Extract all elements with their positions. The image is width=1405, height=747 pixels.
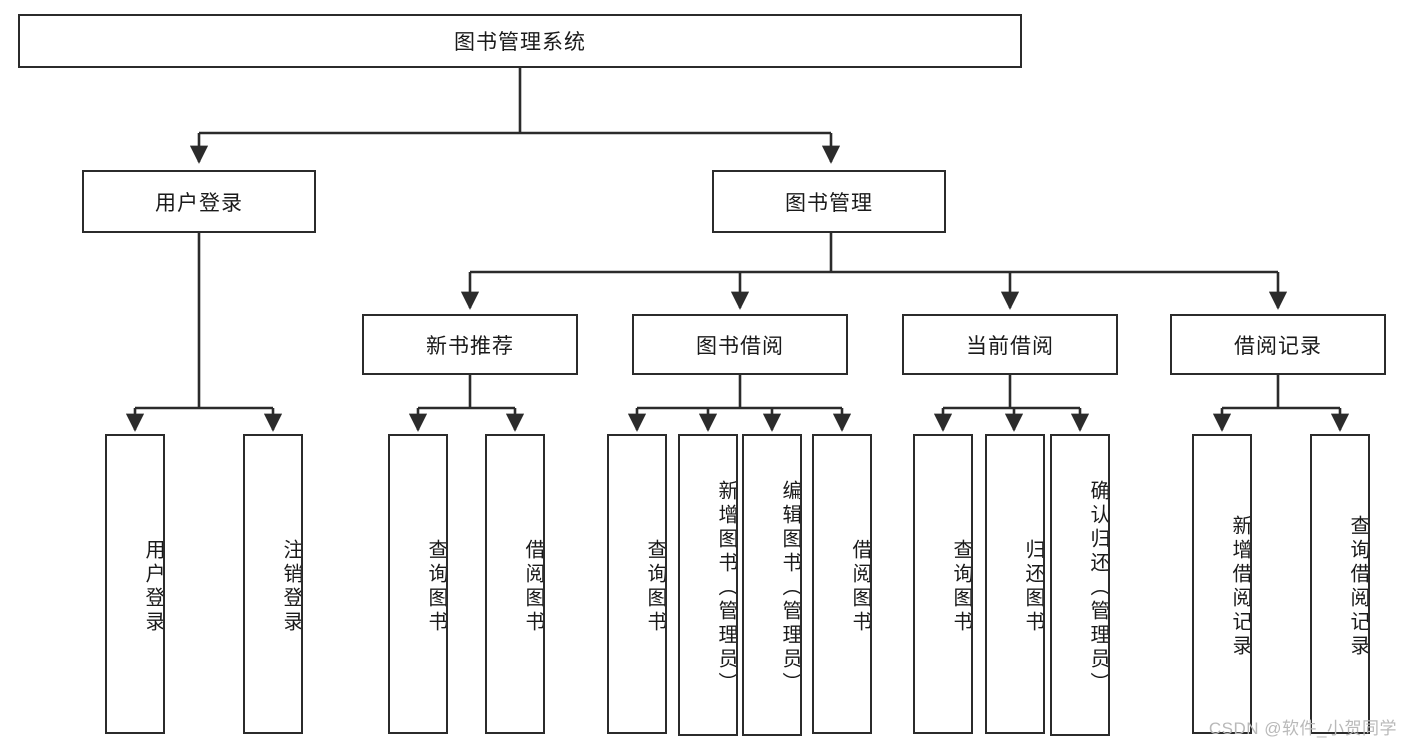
leaf-edit-book-admin[interactable]: 编辑图书（管理员） — [742, 434, 802, 736]
leaf-user-login[interactable]: 用户登录 — [105, 434, 165, 734]
leaf-query-book-current[interactable]: 查询图书 — [913, 434, 973, 734]
node-current-borrow[interactable]: 当前借阅 — [902, 314, 1118, 375]
leaf-query-borrow-record[interactable]: 查询借阅记录 — [1310, 434, 1370, 734]
leaf-borrow-book-recommend[interactable]: 借阅图书 — [485, 434, 545, 734]
node-new-book-recommend[interactable]: 新书推荐 — [362, 314, 578, 375]
node-borrow-record[interactable]: 借阅记录 — [1170, 314, 1386, 375]
leaf-borrow-book[interactable]: 借阅图书 — [812, 434, 872, 734]
leaf-add-borrow-record[interactable]: 新增借阅记录 — [1192, 434, 1252, 734]
leaf-confirm-return-admin[interactable]: 确认归还（管理员） — [1050, 434, 1110, 736]
node-root[interactable]: 图书管理系统 — [18, 14, 1022, 68]
leaf-query-book-borrow[interactable]: 查询图书 — [607, 434, 667, 734]
leaf-query-book-recommend[interactable]: 查询图书 — [388, 434, 448, 734]
leaf-add-book-admin[interactable]: 新增图书（管理员） — [678, 434, 738, 736]
node-book-borrow[interactable]: 图书借阅 — [632, 314, 848, 375]
watermark: CSDN @软件_小贺同学 — [1208, 719, 1397, 738]
node-book-management[interactable]: 图书管理 — [712, 170, 946, 233]
leaf-logout[interactable]: 注销登录 — [243, 434, 303, 734]
node-user-login[interactable]: 用户登录 — [82, 170, 316, 233]
leaf-return-book[interactable]: 归还图书 — [985, 434, 1045, 734]
